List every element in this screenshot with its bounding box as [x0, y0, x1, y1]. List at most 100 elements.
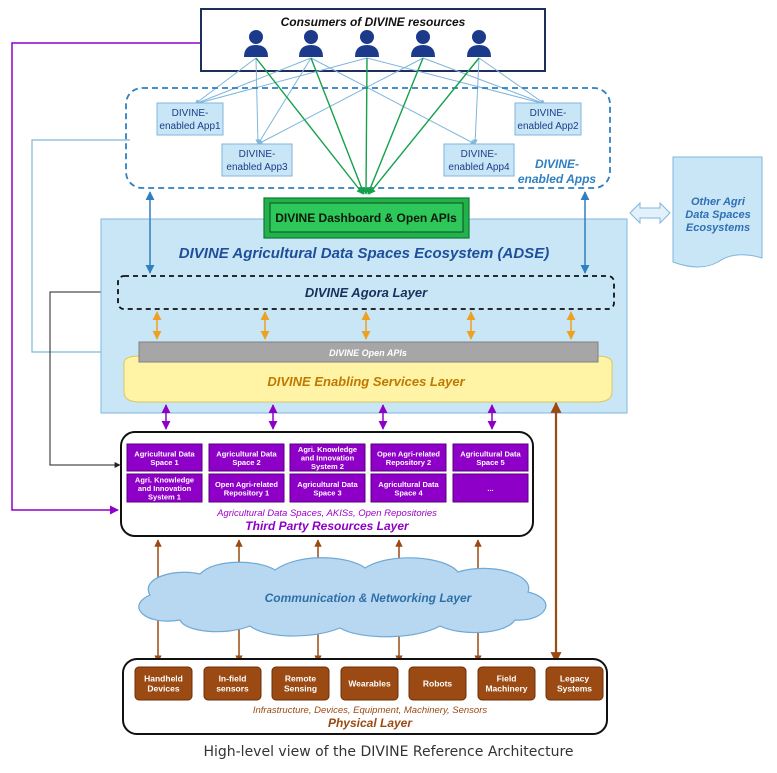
open-apis-bar [138, 341, 599, 363]
device-cell-box [340, 666, 399, 701]
cell-label: Remote [285, 674, 316, 684]
cell-label: Repository 2 [386, 458, 431, 467]
other-ecosystems-box [672, 156, 763, 268]
dashboard-inner [269, 202, 464, 233]
other-ecosystems-label: Other Agri [691, 196, 746, 208]
consumer-app-links [194, 57, 546, 145]
app-card-4: DIVINE- enabled App4 [443, 143, 515, 177]
device-cell-box [477, 666, 536, 701]
svg-text:enabled App1: enabled App1 [159, 121, 221, 132]
agora-link-line [49, 291, 121, 468]
device-cell-box [134, 666, 193, 701]
adse-title: DIVINE Agricultural Data Spaces Ecosyste… [179, 245, 549, 262]
device-cell: Wearables [340, 666, 399, 701]
cell-label: Agri. Knowledge [298, 445, 357, 454]
cell-label: Space 2 [232, 458, 260, 467]
open-apis-label: DIVINE Open APIs [329, 348, 407, 358]
resource-cell-box [289, 443, 366, 472]
cell-label: Agricultural Data [378, 480, 439, 489]
cell-label: Agricultural Data [460, 449, 521, 458]
cell-label: In-field [219, 674, 247, 684]
cell-label: Space 1 [150, 458, 178, 467]
cell-label: and Innovation [301, 454, 355, 463]
device-cell-box [271, 666, 330, 701]
cell-label: Space 3 [313, 488, 341, 497]
device-cell-box [545, 666, 604, 701]
cell-label: Agricultural Data [216, 449, 277, 458]
cell-label: sensors [216, 684, 249, 694]
communication-cloud [138, 557, 547, 638]
resource-cell-box [126, 473, 203, 503]
device-cell-box [203, 666, 262, 701]
cell-label: Space 4 [394, 488, 423, 497]
resource-cell-box [452, 473, 529, 503]
svg-text:enabled App2: enabled App2 [517, 121, 579, 132]
device-cell: Robots [408, 666, 467, 701]
resource-cell-box [208, 443, 285, 472]
physical-title: Physical Layer [328, 716, 413, 730]
resource-cell-box [452, 443, 529, 472]
cell-label: System 2 [311, 462, 344, 471]
bidirectional-arrow-icon [629, 201, 671, 225]
other-ecosystems-label: Data Spaces [685, 209, 750, 221]
dashboard-label: DIVINE Dashboard & Open APIs [275, 211, 457, 225]
svg-text:DIVINE-: DIVINE- [461, 149, 498, 160]
app-card-1: DIVINE- enabled App1 [156, 102, 224, 136]
cell-label: Wearables [348, 679, 391, 689]
cell-label: Repository 1 [224, 488, 269, 497]
cell-label: Open Agri-related [215, 480, 278, 489]
svg-text:enabled App3: enabled App3 [226, 162, 288, 173]
cell-label: Space 5 [476, 458, 504, 467]
cell-label: Agri. Knowledge [135, 476, 194, 485]
cell-label: Legacy [560, 674, 590, 684]
resource-cell: ... [452, 473, 529, 503]
cell-label: ... [487, 484, 493, 493]
enabling-services-layer [123, 355, 613, 403]
cell-label: System 1 [148, 493, 181, 502]
physical-subtitle: Infrastructure, Devices, Equipment, Mach… [253, 705, 488, 716]
app-card-3: DIVINE- enabled App3 [221, 143, 293, 177]
figure-caption: High-level view of the DIVINE Reference … [203, 744, 574, 760]
cell-label: Handheld [144, 674, 183, 684]
cell-label: Robots [423, 679, 453, 689]
architecture-diagram: Consumers of DIVINE resources DIVINE- en… [11, 8, 763, 735]
cell-label: Agricultural Data [134, 449, 195, 458]
consumers-title: Consumers of DIVINE resources [281, 15, 466, 29]
enabling-thirdparty-links [161, 404, 497, 430]
enabling-label: DIVINE Enabling Services Layer [267, 374, 465, 389]
cell-label: and Innovation [138, 484, 192, 493]
third-party-title: Third Party Resources Layer [245, 519, 410, 533]
resource-cell-box [208, 473, 285, 503]
agora-api-links [152, 311, 576, 340]
agora-layer [117, 275, 615, 310]
device-cell-box [408, 666, 467, 701]
cell-label: Field [497, 674, 517, 684]
cell-label: Machinery [485, 684, 527, 694]
cell-label: Sensing [284, 684, 317, 694]
apps-label: DIVINE- [535, 157, 579, 171]
resource-cell-box [289, 473, 366, 503]
apps-label-2: enabled Apps [518, 172, 597, 186]
other-ecosystems-label: Ecosystems [686, 222, 750, 234]
consumer-dashboard-links [255, 57, 480, 195]
resource-cell-box [370, 473, 447, 503]
svg-text:enabled App4: enabled App4 [448, 162, 510, 173]
cell-label: Systems [557, 684, 592, 694]
agora-label: DIVINE Agora Layer [305, 285, 428, 300]
resource-cell-box [370, 443, 447, 472]
app-card-2: DIVINE- enabled App2 [514, 102, 582, 136]
